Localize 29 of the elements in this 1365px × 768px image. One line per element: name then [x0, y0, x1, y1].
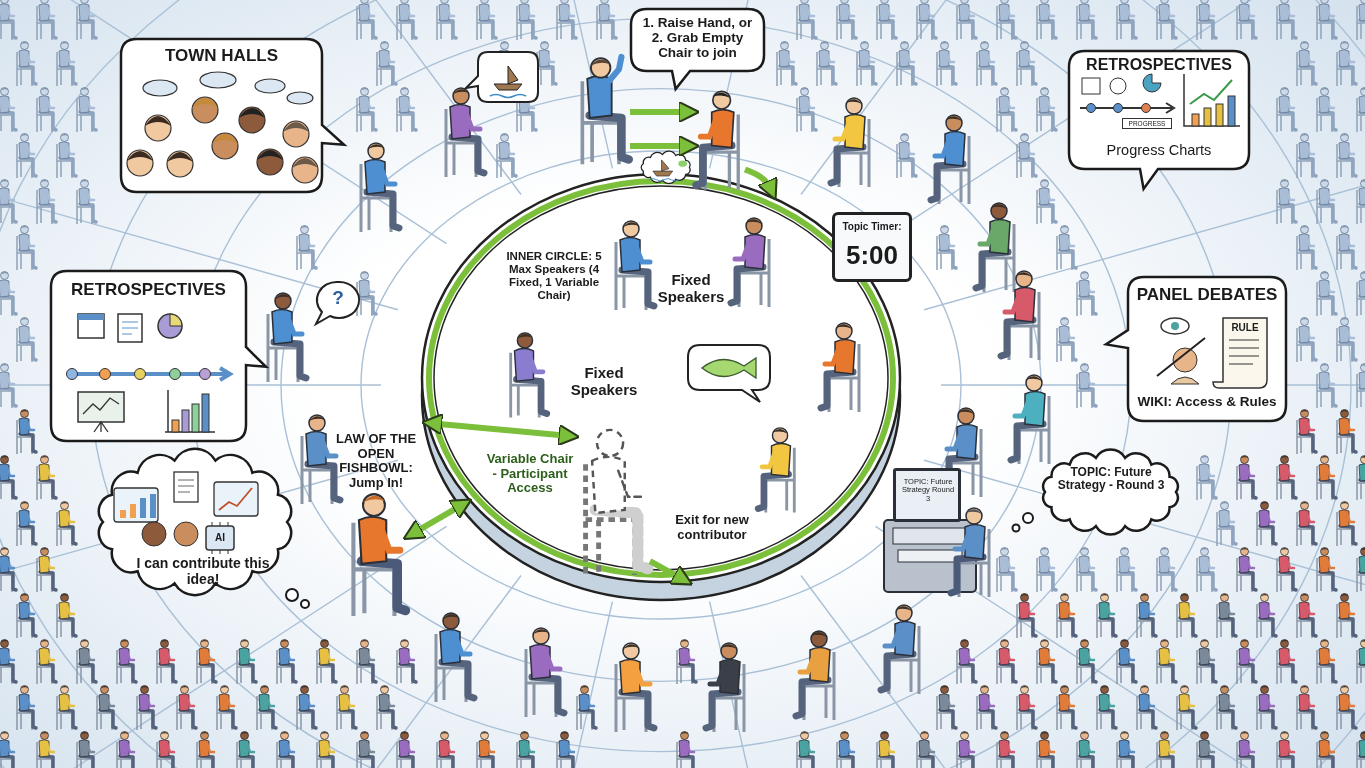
bubble-title: TOWN HALLS: [164, 46, 279, 66]
arrow: [648, 558, 694, 586]
arrow: [630, 100, 701, 124]
bubble-text: 1. Raise Hand, or 2. Grab Empty Chair to join: [641, 15, 754, 61]
arrow: [630, 134, 701, 158]
speaker-label: Fixed Speakers: [656, 272, 726, 306]
scroll-title: RULE: [1230, 322, 1260, 334]
arrow: [743, 166, 778, 201]
question-mark: ?: [331, 287, 345, 309]
chair-label: Variable Chair - Participant Access: [486, 452, 574, 496]
chip-label: AI: [214, 532, 226, 544]
bubble-caption: Progress Charts: [1105, 142, 1213, 159]
exit-label: Exit for new contributor: [674, 513, 750, 543]
area-label: INNER CIRCLE: 5 Max Speakers (4 Fixed, 1 Variable Chair): [506, 250, 602, 302]
thought-text: I can contribute this idea!: [136, 556, 270, 588]
double-arrow: [420, 413, 581, 447]
thought-text: TOPIC: Future Strategy - Round 3: [1056, 466, 1166, 493]
timer-title: Topic Timer:: [841, 221, 903, 233]
bubble-title: RETROSPECTIVES: [70, 280, 227, 300]
bubble-title: RETROSPECTIVES: [1085, 56, 1233, 74]
rule-label: LAW OF THE OPEN FISHBOWL: Jump In!: [334, 432, 418, 491]
fishbowl-stage: [420, 172, 902, 600]
bubble-caption: WIKI: Access & Rules: [1136, 394, 1278, 410]
double-arrow: [402, 498, 473, 541]
monitor-screen: [893, 468, 961, 522]
bubble-title: PANEL DEBATES: [1135, 285, 1279, 305]
timer-value: 5:00: [844, 241, 899, 271]
speaker-label: Fixed Speakers: [569, 365, 639, 399]
timer-display: [832, 212, 912, 282]
